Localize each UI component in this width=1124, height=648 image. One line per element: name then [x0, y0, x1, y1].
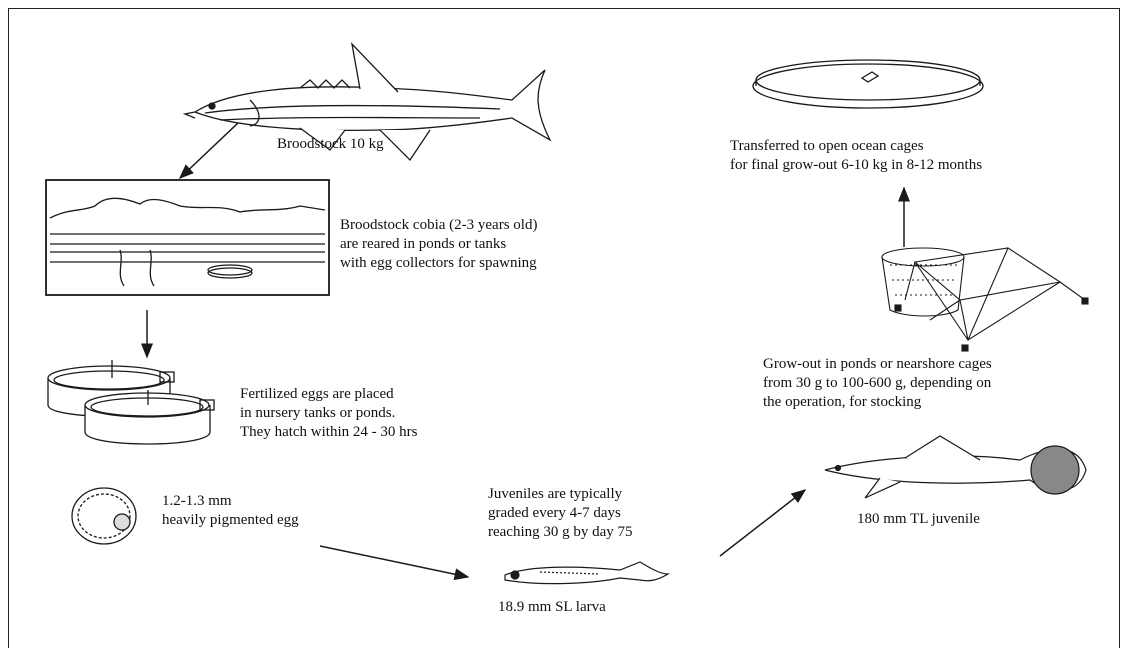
larva-illustration [505, 562, 668, 584]
juveniles-line-1: Juveniles are typically [488, 485, 633, 504]
ocean-cage-illustration [753, 60, 983, 108]
nearshore-cages-illustration [882, 248, 1088, 351]
juvenile-180-label: 180 mm TL juvenile [857, 510, 980, 529]
juveniles-text: Juveniles are typically graded every 4-7… [488, 485, 633, 542]
egg-illustration [72, 488, 136, 544]
nursery-line-3: They hatch within 24 - 30 hrs [240, 423, 417, 442]
juveniles-line-3: reaching 30 g by day 75 [488, 523, 633, 542]
pond-illustration [46, 180, 329, 295]
broodstock-label: Broodstock 10 kg [277, 135, 384, 154]
growout-text: Grow-out in ponds or nearshore cages fro… [763, 355, 992, 412]
juveniles-line-2: graded every 4-7 days [488, 504, 633, 523]
growout-line-3: the operation, for stocking [763, 393, 992, 412]
nursery-tanks-illustration [48, 360, 214, 444]
nursery-text: Fertilized eggs are placed in nursery ta… [240, 385, 417, 442]
growout-line-1: Grow-out in ponds or nearshore cages [763, 355, 992, 374]
arrow-broodstock-to-pond [180, 123, 238, 178]
pond-line-3: with egg collectors for spawning [340, 254, 537, 273]
juvenile-fish-illustration [825, 436, 1086, 498]
pond-line-2: are reared in ponds or tanks [340, 235, 537, 254]
ocean-line-1: Transferred to open ocean cages [730, 137, 982, 156]
egg-line-2: heavily pigmented egg [162, 511, 299, 530]
arrow-egg-to-larva [320, 546, 468, 577]
egg-line-1: 1.2-1.3 mm [162, 492, 299, 511]
nursery-line-1: Fertilized eggs are placed [240, 385, 417, 404]
pond-rearing-text: Broodstock cobia (2-3 years old) are rea… [340, 216, 537, 273]
larva-label: 18.9 mm SL larva [498, 598, 606, 617]
arrow-larva-to-juvenile [720, 490, 805, 556]
pond-line-1: Broodstock cobia (2-3 years old) [340, 216, 537, 235]
egg-text: 1.2-1.3 mm heavily pigmented egg [162, 492, 299, 530]
ocean-line-2: for final grow-out 6-10 kg in 8-12 month… [730, 156, 982, 175]
growout-line-2: from 30 g to 100-600 g, depending on [763, 374, 992, 393]
nursery-line-2: in nursery tanks or ponds. [240, 404, 417, 423]
ocean-cages-text: Transferred to open ocean cages for fina… [730, 137, 982, 175]
